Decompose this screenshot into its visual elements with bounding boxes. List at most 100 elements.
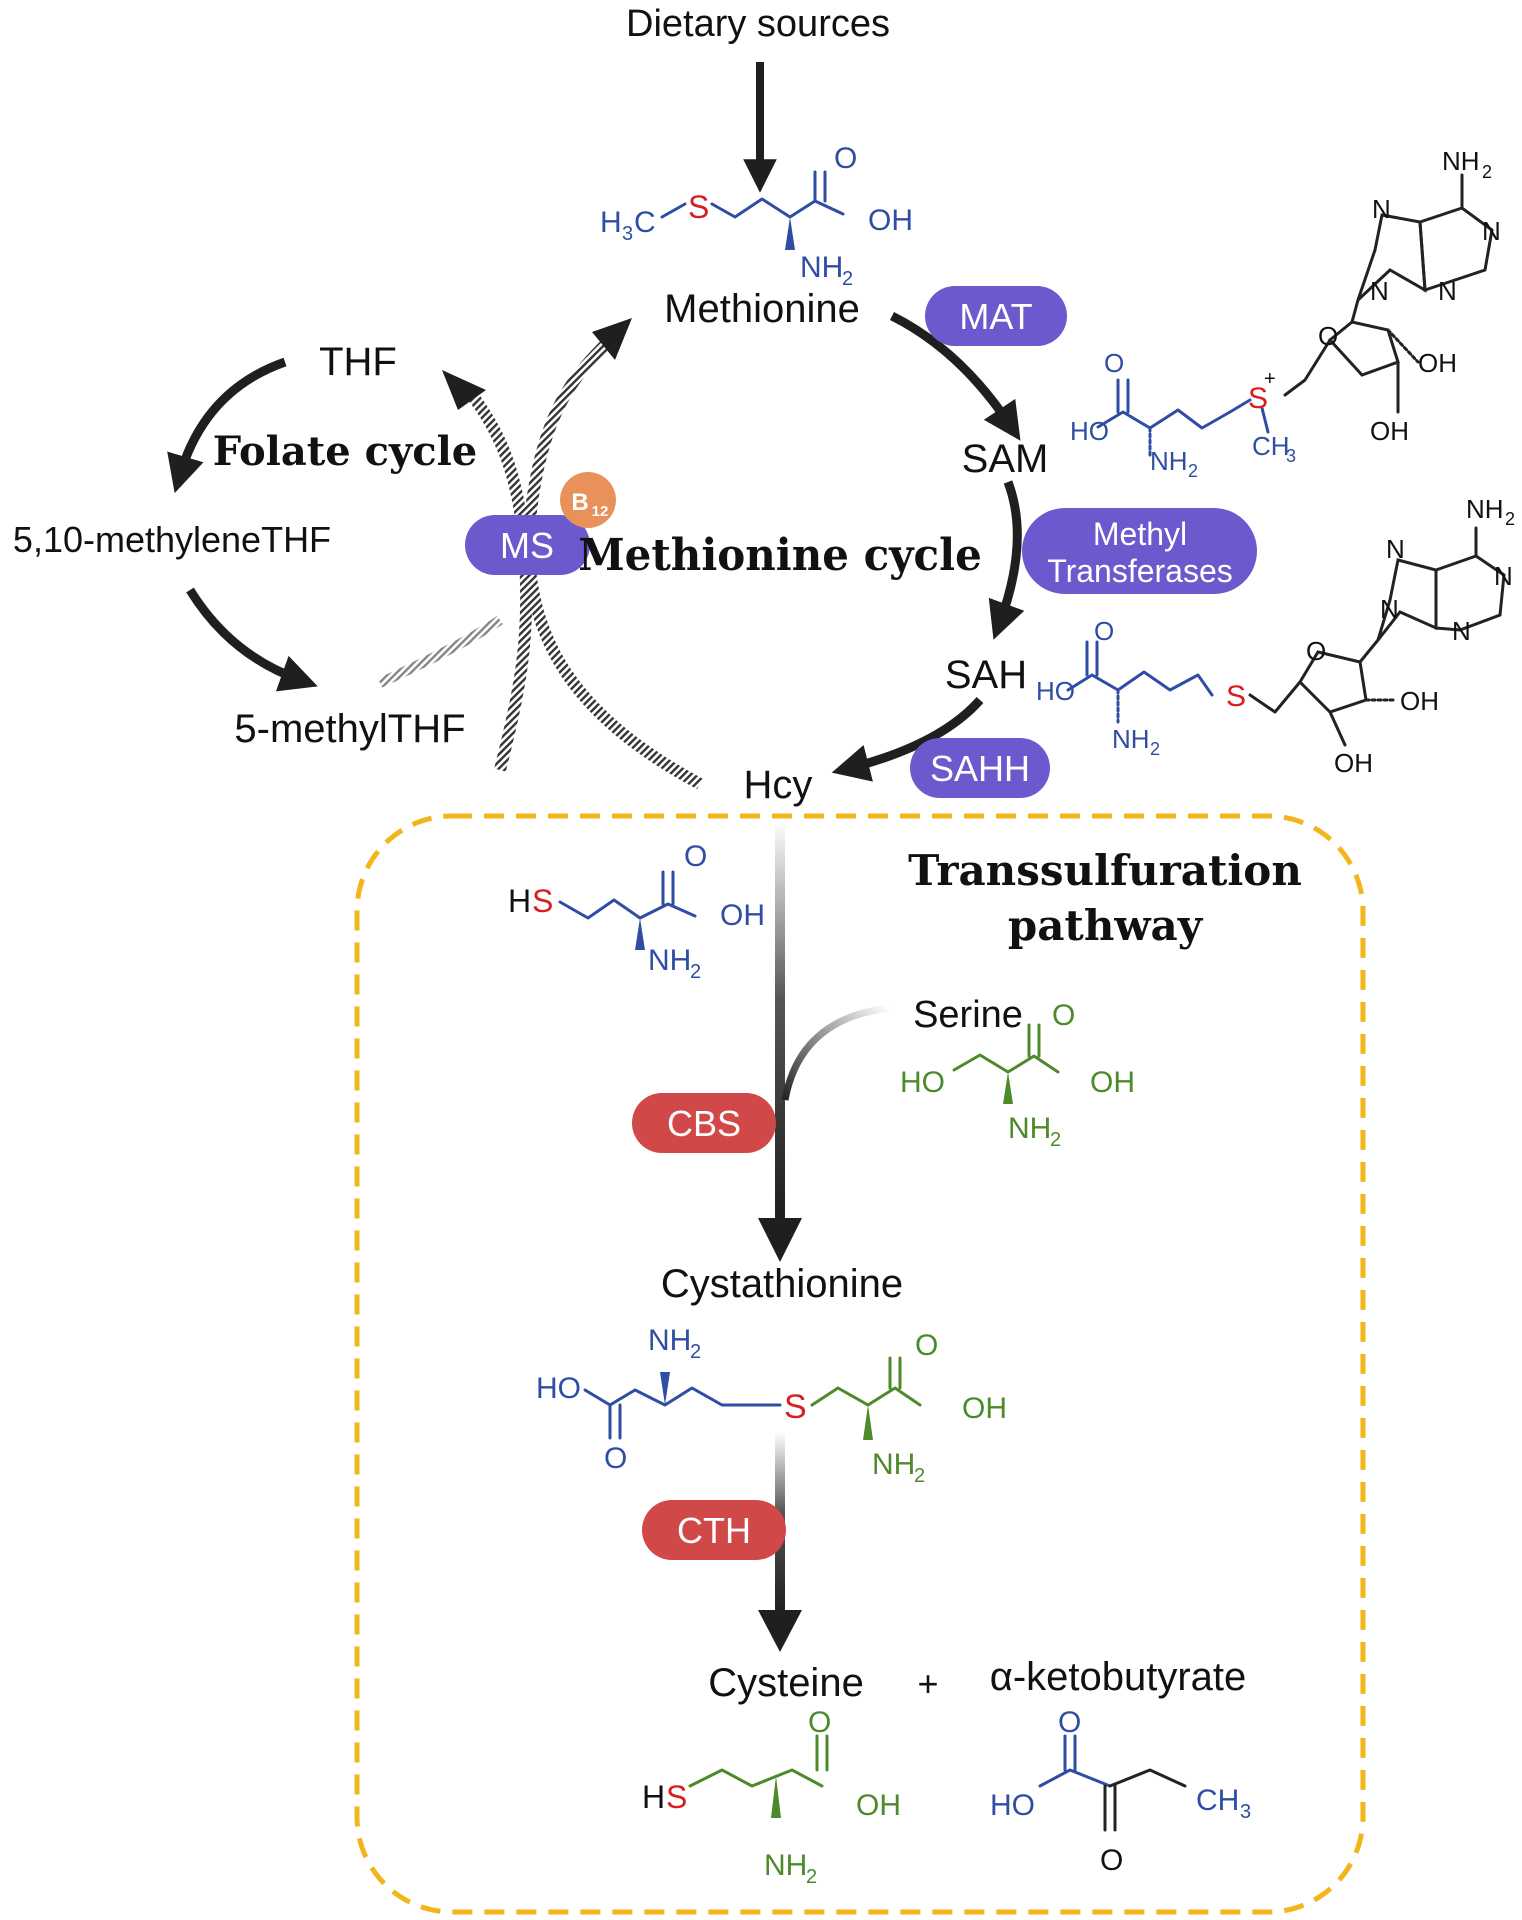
atom-o: O <box>808 1706 831 1739</box>
atom-nh: NH <box>1466 494 1504 524</box>
atom-s: S <box>666 1779 687 1815</box>
sam-label: SAM <box>962 437 1049 481</box>
sah-to-hcy-arrow <box>831 696 984 782</box>
atom-c: C <box>634 206 656 239</box>
atom-sub: 2 <box>914 1465 925 1487</box>
cbs-label: CBS <box>667 1103 741 1144</box>
methylenethf-to-methylthf-arrow <box>186 587 318 692</box>
atom-sub: 3 <box>1240 1801 1251 1823</box>
atom-sub: 2 <box>1482 162 1492 182</box>
methylthf-entry-arc <box>377 615 503 688</box>
atom-nh: NH <box>648 944 691 977</box>
atom-n: N <box>1438 276 1457 306</box>
sam-structure: HO O NH 2 S + CH 3 O OH OH N N N N NH 2 <box>1070 146 1501 481</box>
methyl-transferases-line1: Methyl <box>1093 516 1187 552</box>
atom-sub: 2 <box>690 1341 701 1363</box>
serine-structure: HO O OH NH 2 <box>900 999 1135 1151</box>
ms-enzyme <box>465 515 590 575</box>
atom-o: O <box>1104 348 1124 378</box>
sahh-enzyme <box>910 738 1050 798</box>
atom-ch: CH <box>1252 431 1290 461</box>
ms-label: MS <box>500 525 554 566</box>
atom-n: N <box>1370 276 1389 306</box>
thf-to-methylenethf-arrow <box>167 357 287 494</box>
atom-ho: HO <box>1036 676 1075 706</box>
methylthf-label: 5-methylTHF <box>234 707 465 751</box>
atom-h: H <box>508 883 531 919</box>
sam-to-sah-arrow <box>988 480 1025 640</box>
atom-nh: NH <box>648 1324 691 1357</box>
cystathionine-to-cysteine-head <box>758 1610 802 1652</box>
atom-sub: 2 <box>1150 739 1160 759</box>
methyl-transferases-line2: Transferases <box>1047 553 1233 589</box>
cystathionine-structure: HO O NH 2 S O OH NH 2 <box>536 1324 1007 1487</box>
hcy-label: Hcy <box>744 763 813 807</box>
atom-sub: 3 <box>622 223 633 245</box>
b12-cofactor <box>560 472 616 528</box>
ketobutyrate-label: α-ketobutyrate <box>990 1655 1247 1699</box>
atom-n: N <box>1380 594 1399 624</box>
atom-nh: NH <box>764 1849 807 1882</box>
plus-sign: + <box>917 1663 938 1704</box>
atom-oh: OH <box>856 1789 901 1822</box>
atom-ch: CH <box>1196 1784 1239 1817</box>
cystathionine-label: Cystathionine <box>661 1262 903 1306</box>
cth-enzyme <box>642 1500 786 1560</box>
atom-oh: OH <box>1090 1066 1135 1099</box>
atom-o: O <box>1100 1844 1123 1877</box>
atom-sub: 2 <box>690 961 701 983</box>
atom-s: S <box>1248 382 1268 415</box>
atom-sub: 3 <box>1286 446 1296 466</box>
atom-o: O <box>604 1442 627 1475</box>
hcy-to-cystathionine-shaft <box>775 820 785 1220</box>
arc-arrowhead <box>442 370 486 410</box>
folate-cycle-title: Folate cycle <box>213 428 477 475</box>
atom-oh: OH <box>1418 348 1457 378</box>
arc-arrowhead <box>592 318 632 360</box>
serine-joining-arrow <box>781 1004 891 1101</box>
atom-nh: NH <box>1112 724 1150 754</box>
atom-s: S <box>1226 680 1246 713</box>
atom-h: H <box>642 1779 665 1815</box>
atom-nh: NH <box>872 1448 915 1481</box>
b12-subscript: 12 <box>592 503 609 520</box>
hcy-structure: H S O OH NH 2 <box>508 840 765 983</box>
atom-o: O <box>1094 616 1114 646</box>
atom-oh: OH <box>1334 748 1373 778</box>
atom-o: O <box>915 1329 938 1362</box>
methionine-structure: H 3 C S O OH NH 2 <box>600 142 913 290</box>
mat-enzyme <box>925 286 1067 346</box>
atom-s: S <box>688 189 709 225</box>
atom-n: N <box>1372 194 1391 224</box>
atom-n: N <box>1386 534 1405 564</box>
atom-o: O <box>1318 321 1338 351</box>
b12-label: B <box>571 489 588 516</box>
atom-s: S <box>532 883 553 919</box>
atom-h: H <box>600 206 622 239</box>
atom-o: O <box>1052 999 1075 1032</box>
atom-sub: 2 <box>806 1866 817 1888</box>
methionine-cycle-title: Methionine cycle <box>578 530 982 581</box>
serine-label: Serine <box>913 994 1023 1036</box>
atom-ho: HO <box>1070 416 1109 446</box>
cth-label: CTH <box>677 1510 751 1551</box>
methionine-label: Methionine <box>664 287 860 331</box>
atom-sub: 2 <box>1505 509 1515 529</box>
sah-label: SAH <box>945 653 1027 697</box>
met-to-sam-arrow <box>889 311 1021 441</box>
atom-nh: NH <box>1008 1112 1051 1145</box>
cysteine-structure: H S O OH NH 2 <box>642 1706 901 1888</box>
methylthf-to-thf-arc <box>465 388 533 772</box>
atom-nh: NH <box>800 251 843 284</box>
dietary-sources-label: Dietary sources <box>626 3 890 45</box>
atom-n: N <box>1452 616 1471 646</box>
ketobutyrate-structure: HO O CH 3 O <box>990 1706 1251 1877</box>
atom-oh: OH <box>1370 416 1409 446</box>
atom-nh: NH <box>1150 446 1188 476</box>
transsulfuration-title-line2: pathway <box>1008 901 1204 950</box>
atom-ho: HO <box>990 1789 1035 1822</box>
atom-s: S <box>784 1388 807 1426</box>
atom-oh: OH <box>962 1392 1007 1425</box>
atom-o: O <box>834 142 857 175</box>
